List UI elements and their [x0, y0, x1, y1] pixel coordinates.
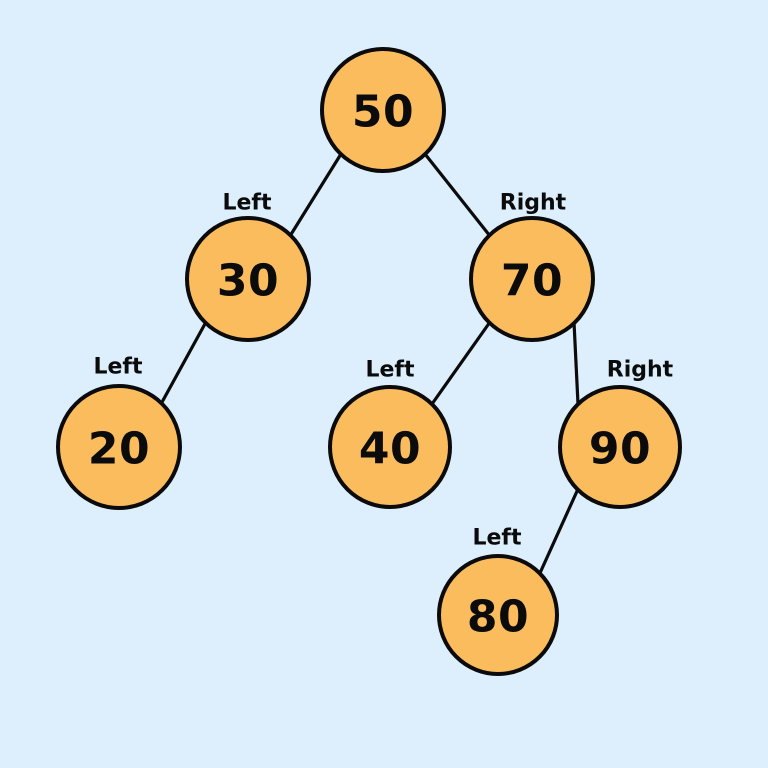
- tree-node[interactable]: 80: [437, 554, 559, 676]
- tree-node[interactable]: 70: [469, 216, 595, 342]
- node-value: 40: [359, 424, 421, 475]
- tree-edge: [430, 320, 492, 406]
- node-circle[interactable]: [437, 554, 559, 676]
- edge-label: Right: [607, 358, 674, 383]
- tree-node[interactable]: 90: [558, 385, 682, 509]
- tree-edge: [288, 152, 343, 238]
- edge-label: Right: [500, 191, 567, 216]
- tree-node[interactable]: 30: [185, 216, 311, 342]
- tree-edge: [538, 487, 580, 575]
- node-value: 30: [217, 256, 279, 307]
- edges-layer: [159, 152, 580, 575]
- tree-node[interactable]: 50: [320, 47, 446, 173]
- edge-label: Left: [93, 355, 143, 380]
- tree-edge: [572, 320, 580, 406]
- node-circle[interactable]: [185, 216, 311, 342]
- edge-label: Left: [222, 191, 272, 216]
- tree-edge: [159, 320, 208, 406]
- node-circle[interactable]: [469, 216, 595, 342]
- node-circle[interactable]: [320, 47, 446, 173]
- node-circle[interactable]: [56, 384, 182, 510]
- nodes-layer: 50 30 70 20 40 90 80: [56, 47, 682, 676]
- node-circle[interactable]: [328, 385, 452, 509]
- node-value: 50: [352, 87, 414, 138]
- node-value: 90: [589, 424, 651, 475]
- edge-label: Left: [472, 526, 522, 551]
- node-circle[interactable]: [558, 385, 682, 509]
- tree-node[interactable]: 40: [328, 385, 452, 509]
- node-value: 80: [467, 592, 529, 643]
- tree-edge: [423, 152, 492, 238]
- tree-node[interactable]: 20: [56, 384, 182, 510]
- edge-label: Left: [365, 358, 415, 383]
- node-value: 70: [501, 256, 563, 307]
- node-value: 20: [88, 424, 150, 475]
